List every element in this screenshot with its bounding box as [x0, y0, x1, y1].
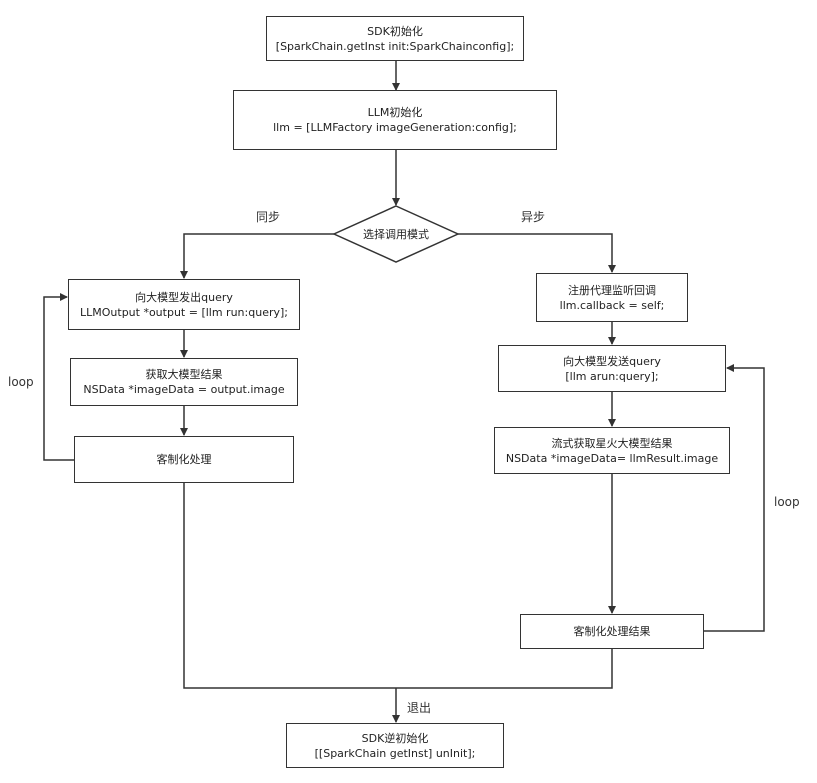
sdk-uninit-code: [[SparkChain getInst] unInit];: [314, 746, 476, 760]
sdk-init-box: SDK初始化 [SparkChain.getInst init:SparkCha…: [266, 16, 524, 61]
async-result-code: NSData *imageData= llmResult.image: [505, 451, 719, 465]
async-register-title: 注册代理监听回调: [568, 283, 656, 297]
arrow-decision-to-async: [458, 233, 616, 273]
llm-init-code: llm = [LLMFactory imageGeneration:config…: [273, 121, 517, 134]
sync-result-box: 获取大模型结果 NSData *imageData = output.image: [70, 358, 298, 406]
llm-init-box: LLM初始化 llm = [LLMFactory imageGeneration…: [233, 90, 557, 150]
sdk-uninit-title: SDK逆初始化: [361, 731, 429, 745]
exit-label: 退出: [407, 701, 432, 715]
async-query-title: 向大模型发送query: [563, 354, 661, 368]
loop-left-label: loop: [8, 375, 34, 389]
sync-query-title: 向大模型发出query: [135, 290, 233, 304]
sdk-init-code: [SparkChain.getInst init:SparkChainconfi…: [275, 39, 515, 53]
decision-label: 选择调用模式: [363, 228, 429, 241]
sync-query-box: 向大模型发出query LLMOutput *output = [llm run…: [68, 279, 300, 330]
sync-label: 同步: [256, 210, 281, 224]
sync-result-code: NSData *imageData = output.image: [83, 383, 285, 396]
arrow-decision-to-sync: [180, 233, 334, 279]
async-label: 异步: [521, 210, 546, 224]
async-process-title: 客制化处理结果: [573, 625, 651, 638]
async-query-code: [llm arun:query];: [565, 369, 659, 383]
sdk-uninit-box: SDK逆初始化 [[SparkChain getInst] unInit];: [286, 723, 504, 768]
sync-query-code: LLMOutput *output = [llm run:query];: [80, 305, 288, 319]
loop-left-line: [43, 293, 74, 461]
llm-init-title: LLM初始化: [367, 106, 423, 119]
loop-right-label: loop: [774, 495, 800, 509]
sync-process-title: 客制化处理: [156, 453, 212, 466]
decision-diamond: [332, 205, 460, 263]
async-register-box: 注册代理监听回调 llm.callback = self;: [536, 273, 688, 322]
async-result-box: 流式获取星火大模型结果 NSData *imageData= llmResult…: [494, 427, 730, 474]
async-process-box: 客制化处理结果: [520, 614, 704, 649]
merge-line: [183, 483, 613, 689]
async-result-title: 流式获取星火大模型结果: [551, 436, 673, 450]
sync-process-box: 客制化处理: [74, 436, 294, 483]
async-query-box: 向大模型发送query [llm arun:query];: [498, 345, 726, 392]
async-register-code: llm.callback = self;: [559, 298, 665, 312]
sdk-init-title: SDK初始化: [367, 24, 423, 38]
sync-result-title: 获取大模型结果: [145, 368, 223, 381]
loop-right-line: [704, 364, 765, 632]
